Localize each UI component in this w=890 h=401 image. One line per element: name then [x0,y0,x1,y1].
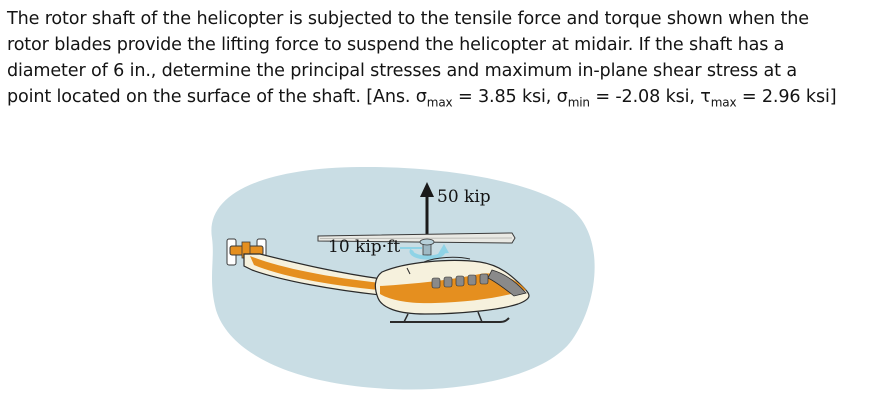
torque-label: 10 kip·ft [328,237,400,257]
helicopter-figure: 50 kip 10 kip·ft [200,150,620,400]
force-label: 50 kip [437,187,491,207]
problem-statement: The rotor shaft of the helicopter is sub… [7,6,885,116]
sigma-max-value: = 3.85 ksi, [452,87,557,107]
torque-arrow [400,244,449,260]
problem-line-4: point located on the surface of the shaf… [7,84,885,116]
tau-max-value: = 2.96 ksi] [736,87,837,107]
sigma-symbol: σ [556,87,568,107]
problem-line-3: diameter of 6 in., determine the princip… [7,61,797,81]
answer-lead-text: point located on the surface of the shaf… [7,87,416,107]
sigma-min-value: = -2.08 ksi, [589,87,701,107]
sigma-max-subscript: max [426,95,453,110]
rotor-hub [419,238,435,256]
landing-skids [390,311,510,323]
tau-max-subscript: max [710,95,737,110]
problem-line-2: rotor blades provide the lifting force t… [7,35,785,55]
tail-rotor [226,238,267,266]
sigma-min-subscript: min [567,95,590,110]
rotor-blade [317,232,516,244]
sigma-symbol: σ [415,87,427,107]
cabin-windows [431,273,489,289]
helicopter-illustration: 50 kip 10 kip·ft [211,166,595,390]
fuselage [374,256,530,315]
problem-line-1: The rotor shaft of the helicopter is sub… [7,9,809,29]
tau-symbol: τ [700,87,711,107]
